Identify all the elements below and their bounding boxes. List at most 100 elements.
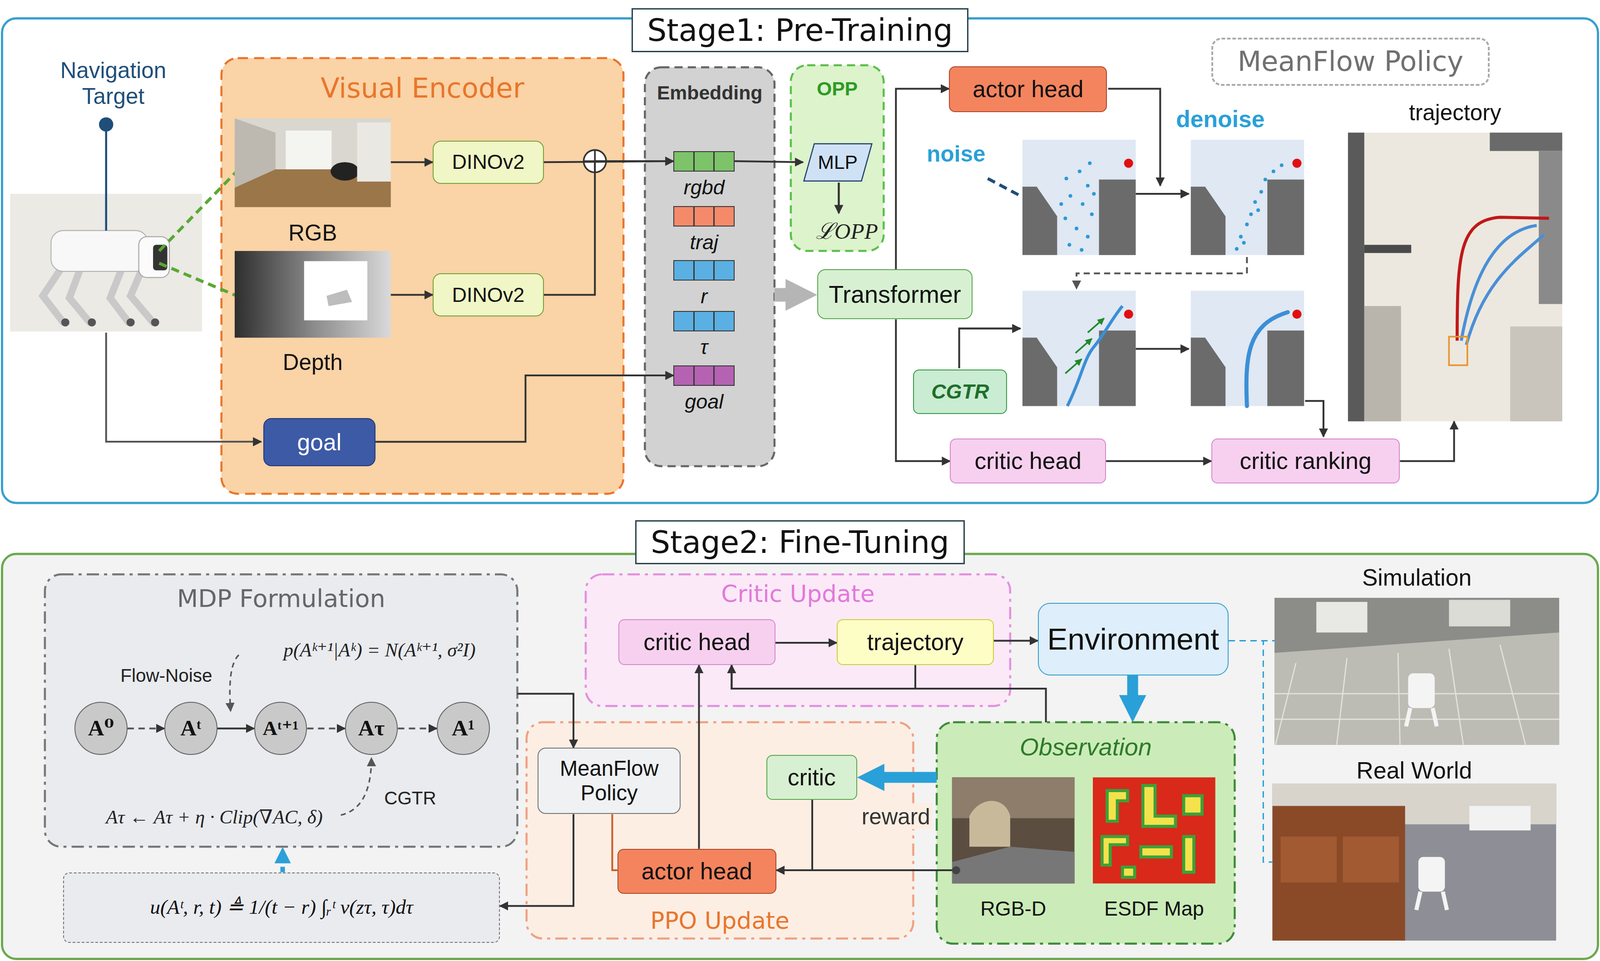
denoise-panel — [1022, 337, 1057, 407]
connector — [397, 727, 437, 730]
denoise-panel — [1086, 183, 1090, 188]
esdf-map — [1101, 785, 1202, 878]
trajectory-map — [1538, 151, 1563, 305]
denoise-panel — [1190, 139, 1304, 256]
node-text: Depth — [282, 349, 343, 376]
denoise-panel — [1234, 163, 1284, 251]
simulation-photo — [1274, 597, 1560, 746]
node-text: r — [700, 284, 708, 309]
denoise-panel — [1022, 139, 1136, 256]
depth-photo — [326, 289, 352, 307]
real-world-photo — [1416, 891, 1447, 910]
node-text: DINOv2 — [451, 283, 525, 307]
group-title: OPP — [816, 65, 858, 100]
denoise-panel — [1244, 222, 1249, 227]
connector — [1127, 675, 1139, 707]
wire — [1135, 348, 1189, 351]
esdf-map — [1101, 836, 1128, 866]
denoise-panel — [1190, 290, 1304, 406]
label-text: p(Aᵏ⁺¹|Aᵏ) = N(Aᵏ⁺¹, σ²I) — [283, 638, 476, 662]
real-world-photo — [1280, 836, 1338, 883]
stage-title: Stage1: Pre-Training — [631, 8, 969, 53]
stage-title: Stage2: Fine-Tuning — [635, 520, 965, 565]
connector — [1399, 421, 1454, 462]
mlp-shape — [803, 143, 872, 181]
connector — [390, 161, 433, 163]
node-text: ESDF Map — [1104, 897, 1205, 921]
robot-photo — [61, 318, 70, 327]
module-group: critic headtrajectoryCritic Update — [585, 574, 1011, 707]
connector — [390, 294, 433, 297]
node-text: RGB-D — [980, 897, 1047, 921]
connectors — [127, 88, 1455, 907]
node-text: critic — [787, 764, 836, 791]
denoise-panel — [1279, 163, 1284, 168]
embedding-token: goal — [673, 365, 735, 419]
trajectory-map — [1348, 132, 1563, 422]
wire — [1304, 400, 1324, 437]
real-world-photo — [1272, 805, 1406, 941]
simulation-photo — [1407, 673, 1435, 708]
denoise-panel — [1022, 290, 1136, 406]
connector — [776, 869, 953, 872]
node-text: goal — [684, 390, 724, 414]
wire — [987, 178, 1021, 196]
wire — [959, 88, 1324, 437]
denoise-panel — [1080, 202, 1085, 206]
esdf-map — [1122, 867, 1135, 878]
denoise-panel — [1075, 338, 1092, 353]
real-world-photo — [1469, 805, 1531, 831]
annotation: denoise — [1175, 105, 1265, 133]
real-world-photo — [1272, 783, 1557, 941]
connector — [280, 856, 286, 873]
region-outline — [526, 722, 914, 939]
simulation-photo — [1274, 632, 1560, 745]
state-circle: Aτ — [345, 701, 399, 756]
trajectory-map — [1489, 132, 1563, 151]
denoise-panel — [1099, 179, 1136, 256]
image-node: RGB-D — [952, 777, 1075, 921]
process-box: CGTR — [913, 369, 1008, 415]
denoise-panel — [1077, 169, 1082, 174]
process-box: critic head — [618, 619, 776, 666]
rgb-photo — [285, 130, 332, 172]
node-text: Transformer — [828, 280, 962, 309]
depth-photo — [234, 251, 391, 338]
embedding-cells — [673, 206, 735, 227]
node-text: u(Aᵗ, r, t) ≜ 1/(t − r) ∫ᵣᵗ v(zτ, τ)dτ — [150, 895, 414, 920]
denoise-panel — [1190, 337, 1226, 407]
node-text: rgbd — [683, 175, 725, 200]
denoise-panel — [1246, 312, 1288, 407]
wire — [159, 263, 238, 297]
wire — [1076, 256, 1247, 289]
rgbd-photo — [952, 866, 961, 875]
denoise-panel — [1249, 212, 1253, 217]
denoise-panel — [1022, 139, 1136, 256]
rgb-photo — [234, 118, 391, 208]
state-circle: A⁰ — [74, 701, 128, 756]
connector — [127, 727, 165, 730]
annotation: Flow-Noise — [120, 665, 213, 687]
process-box: Environment — [1037, 602, 1229, 676]
connector — [698, 665, 701, 850]
denoise-panel — [1059, 161, 1096, 252]
process-box: critic — [766, 755, 858, 800]
target-pin — [104, 124, 107, 231]
wire — [106, 332, 262, 442]
module-group: rgbdtrajrτgoalEmbedding — [644, 67, 775, 467]
trajectory-map — [1448, 336, 1467, 366]
denoise-panel — [1087, 161, 1092, 166]
node-text: τ — [700, 335, 708, 360]
wire — [837, 182, 840, 213]
embedding-token: τ — [673, 311, 735, 362]
node-text: Simulation — [1362, 564, 1472, 592]
target-pin — [98, 117, 114, 231]
module-group: RGB-DESDF MapObservation — [936, 722, 1235, 944]
process-box: DINOv2 — [432, 140, 544, 184]
process-box: DINOv2 — [432, 273, 544, 317]
process-box: critic ranking — [1211, 438, 1401, 484]
rgb-photo — [330, 162, 360, 181]
rgb-photo — [357, 122, 391, 182]
esdf-map — [1092, 777, 1216, 884]
state-circle: Aᵗ — [164, 701, 218, 756]
